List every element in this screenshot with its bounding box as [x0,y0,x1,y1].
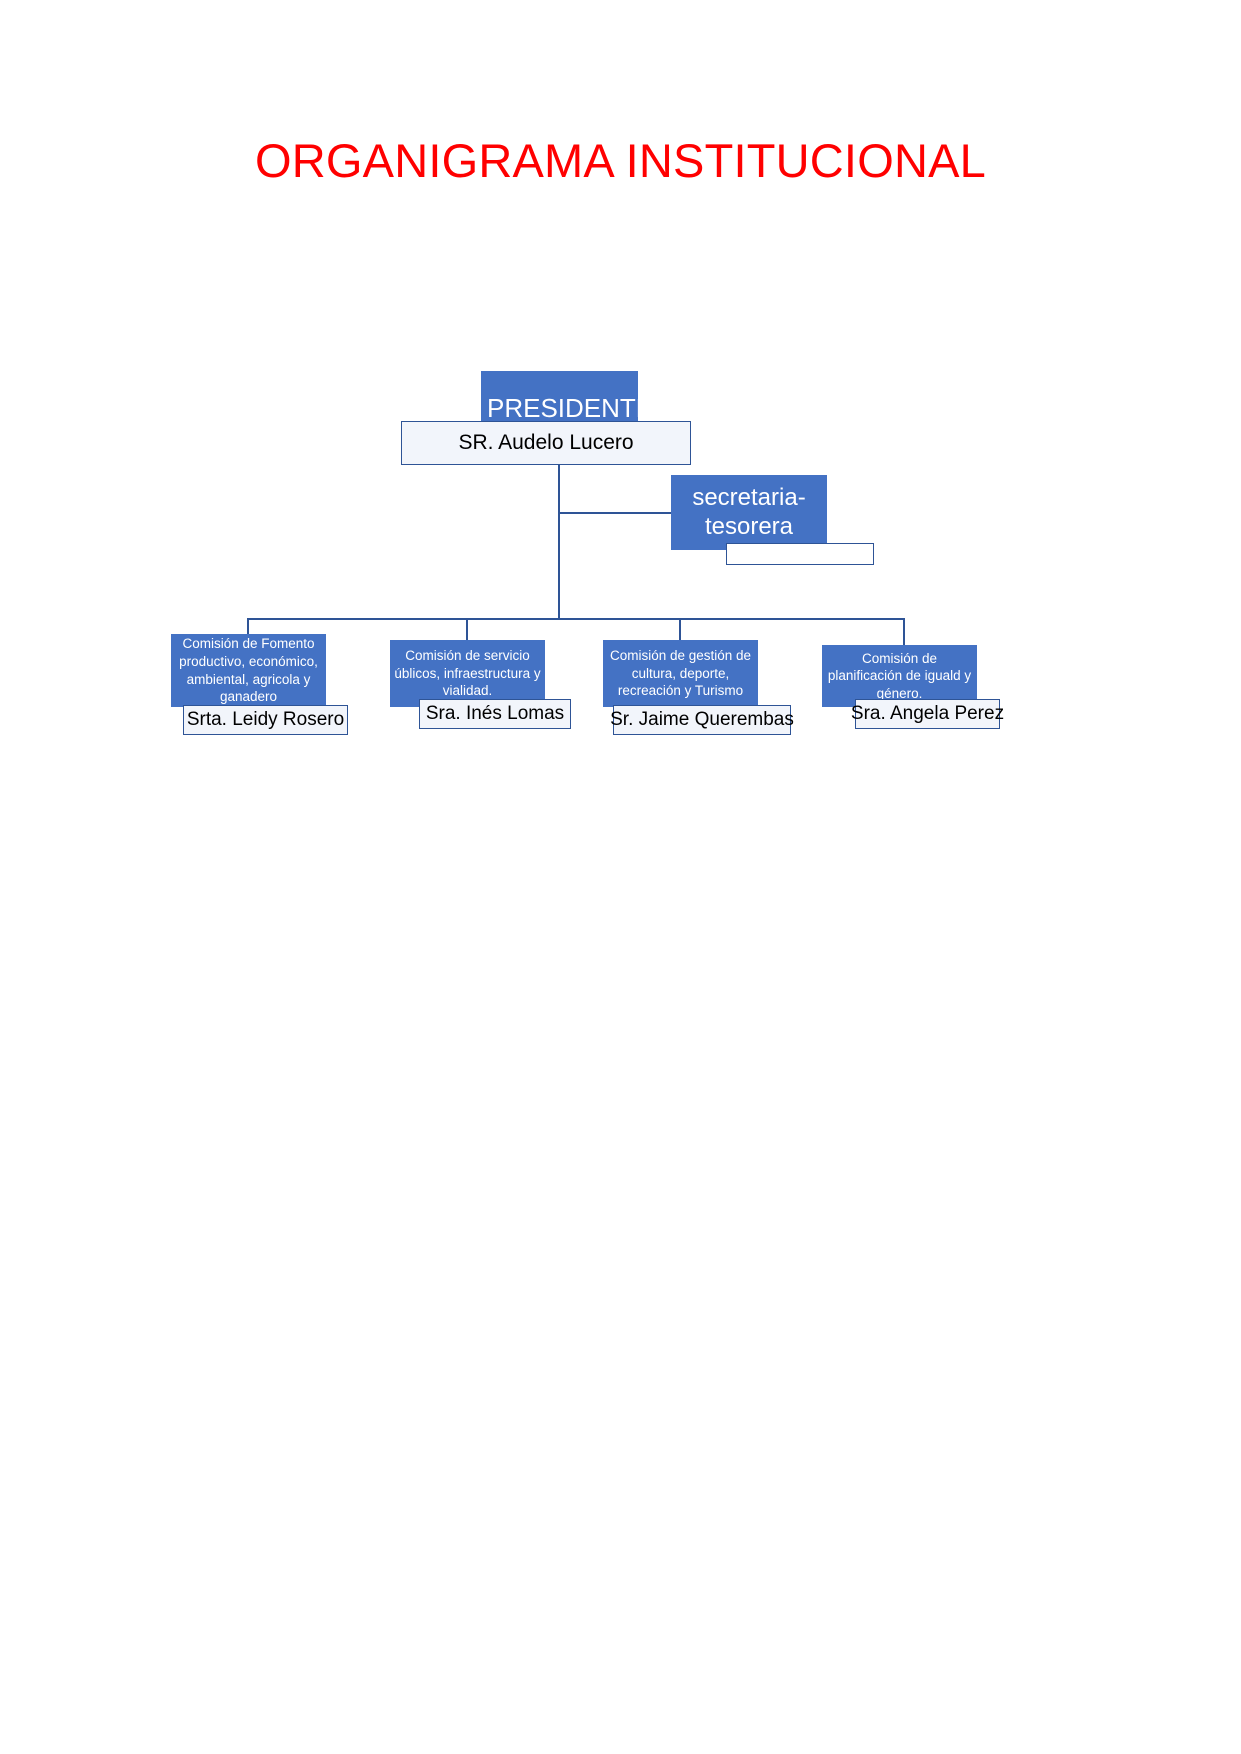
connector-commission-drop-3 [903,618,905,646]
node-secretaria-name[interactable] [726,543,874,565]
node-commission-role[interactable]: Comisión de servicio úblicos, infraestru… [390,640,545,707]
node-commission-name[interactable]: Sra. Angela Perez [851,699,1004,729]
commission-role-label: Comisión de planificación de iguald y gé… [827,650,972,701]
node-commission-role[interactable]: Comisión de planificación de iguald y gé… [822,645,977,707]
commission-name-label: Sra. Angela Perez [850,703,1005,724]
commission-name-label: Sr. Jaime Querembas [610,709,794,730]
commission-role-label: Comisión de servicio úblicos, infraestru… [394,648,541,699]
connector-commission-drop-2 [679,618,681,641]
president-role-label: PRESIDENTE [487,393,654,424]
commission-name-label: Srta. Leidy Rosero [186,709,345,730]
node-commission-role[interactable]: Comisión de gestión de cultura, deporte,… [603,640,758,707]
commission-role-label: Comisión de gestión de cultura, deporte,… [609,648,752,699]
connector-commission-bar [247,618,905,620]
connector-president-trunk [558,465,560,620]
president-name-label: SR. Audelo Lucero [458,431,634,454]
secretaria-role-label: secretaria-tesorera [692,484,806,540]
connector-commission-drop-0 [247,618,249,635]
node-commission-name[interactable]: Sra. Inés Lomas [419,699,571,729]
connector-secretaria-branch [558,512,673,514]
connector-commission-drop-1 [466,618,468,641]
node-president-name[interactable]: SR. Audelo Lucero [401,421,691,465]
page-title: ORGANIGRAMA INSTITUCIONAL [255,134,986,187]
node-commission-name[interactable]: Sr. Jaime Querembas [610,705,794,735]
commission-name-label: Sra. Inés Lomas [425,703,565,724]
node-commission-role[interactable]: Comisión de Fomento productivo, económic… [171,634,326,707]
commission-role-label: Comisión de Fomento productivo, económic… [179,636,318,705]
node-commission-name[interactable]: Srta. Leidy Rosero [183,705,348,735]
node-secretaria-role[interactable]: secretaria-tesorera [671,475,827,550]
node-president-role[interactable]: PRESIDENTE [481,371,653,426]
